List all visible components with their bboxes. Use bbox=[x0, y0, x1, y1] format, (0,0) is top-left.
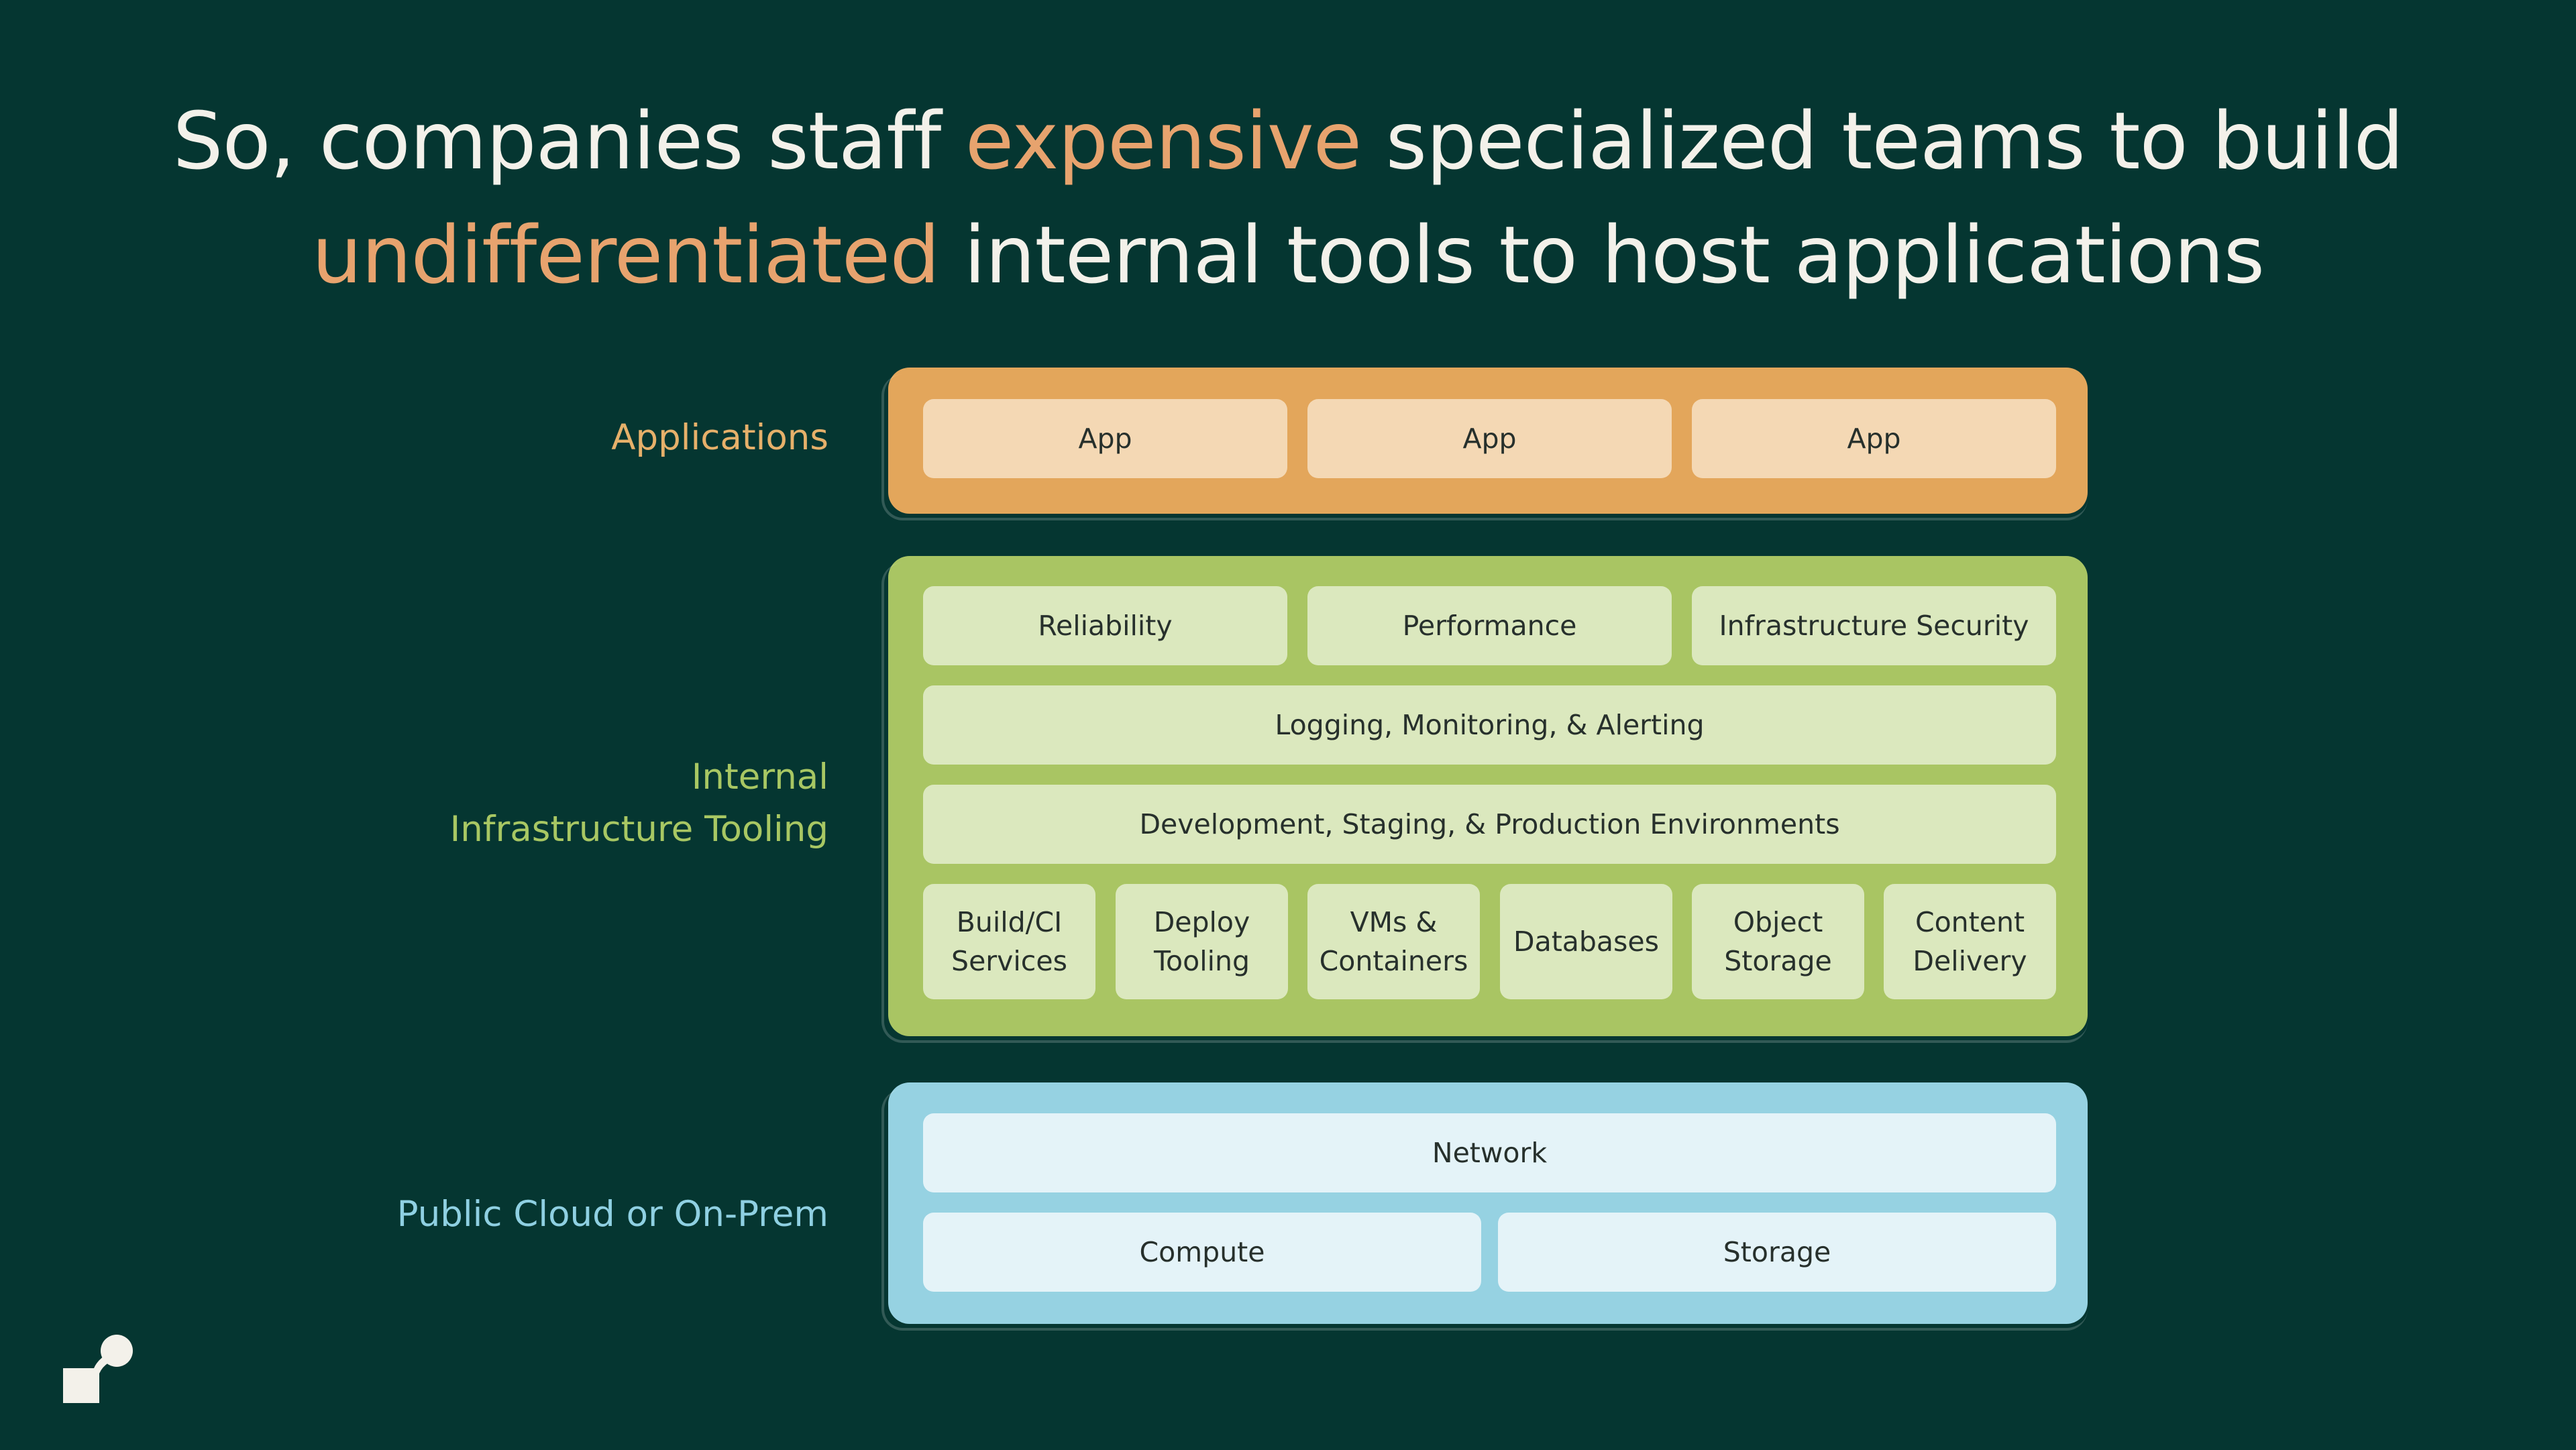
box-label-line: Build/CI bbox=[956, 906, 1063, 938]
network-box: Network bbox=[923, 1113, 2056, 1192]
performance-box: Performance bbox=[1307, 586, 1672, 665]
box-label-line: Services bbox=[951, 945, 1067, 977]
headline: So, companies staff expensive specialize… bbox=[0, 84, 2576, 312]
applications-layer: App App App bbox=[881, 368, 2088, 520]
headline-accent-undifferentiated: undifferentiated bbox=[311, 209, 940, 301]
app-box: App bbox=[1307, 399, 1672, 478]
headline-text: specialized teams to build bbox=[1361, 95, 2404, 187]
infrastructure-label-line-1: Internal bbox=[691, 757, 828, 797]
app-box: App bbox=[1692, 399, 2056, 478]
box-label-line: Deploy bbox=[1153, 906, 1250, 938]
headline-text: internal tools to host applications bbox=[939, 209, 2265, 301]
app-box: App bbox=[923, 399, 1287, 478]
box-label-line: Storage bbox=[1724, 945, 1832, 977]
content-delivery-box: Content Delivery bbox=[1884, 884, 2056, 999]
headline-text: So, companies staff bbox=[172, 95, 965, 187]
environments-box: Development, Staging, & Production Envir… bbox=[923, 785, 2056, 864]
deploy-tooling-box: Deploy Tooling bbox=[1116, 884, 1288, 999]
box-label-line: Delivery bbox=[1913, 945, 2027, 977]
box-label-line: VMs & bbox=[1350, 906, 1438, 938]
box-label-line: Databases bbox=[1513, 926, 1659, 958]
infrastructure-security-box: Infrastructure Security bbox=[1692, 586, 2056, 665]
infrastructure-label: Internal Infrastructure Tooling bbox=[450, 751, 828, 856]
headline-line-1: So, companies staff expensive specialize… bbox=[0, 84, 2576, 198]
logo-mark bbox=[63, 1335, 133, 1403]
box-label-line: Object bbox=[1733, 906, 1823, 938]
box-label-line: Containers bbox=[1319, 945, 1468, 977]
headline-line-2: undifferentiated internal tools to host … bbox=[0, 198, 2576, 312]
box-label-line: Content bbox=[1915, 906, 2025, 938]
box-label-line: Tooling bbox=[1153, 945, 1250, 977]
build-ci-services-box: Build/CI Services bbox=[923, 884, 1095, 999]
vms-containers-box: VMs & Containers bbox=[1307, 884, 1480, 999]
cloud-label: Public Cloud or On-Prem bbox=[396, 1194, 828, 1235]
reliability-box: Reliability bbox=[923, 586, 1287, 665]
logging-monitoring-box: Logging, Monitoring, & Alerting bbox=[923, 685, 2056, 765]
infrastructure-label-line-2: Infrastructure Tooling bbox=[449, 809, 828, 850]
databases-box: Databases bbox=[1500, 884, 1672, 999]
applications-label: Applications bbox=[611, 417, 828, 458]
headline-accent-expensive: expensive bbox=[965, 95, 1362, 187]
company-logo-icon bbox=[63, 1333, 133, 1403]
infrastructure-layer: Reliability Performance Infrastructure S… bbox=[881, 556, 2088, 1043]
compute-box: Compute bbox=[923, 1213, 1481, 1292]
storage-box: Storage bbox=[1498, 1213, 2056, 1292]
cloud-layer: Network Compute Storage bbox=[881, 1082, 2088, 1331]
object-storage-box: Object Storage bbox=[1692, 884, 1864, 999]
